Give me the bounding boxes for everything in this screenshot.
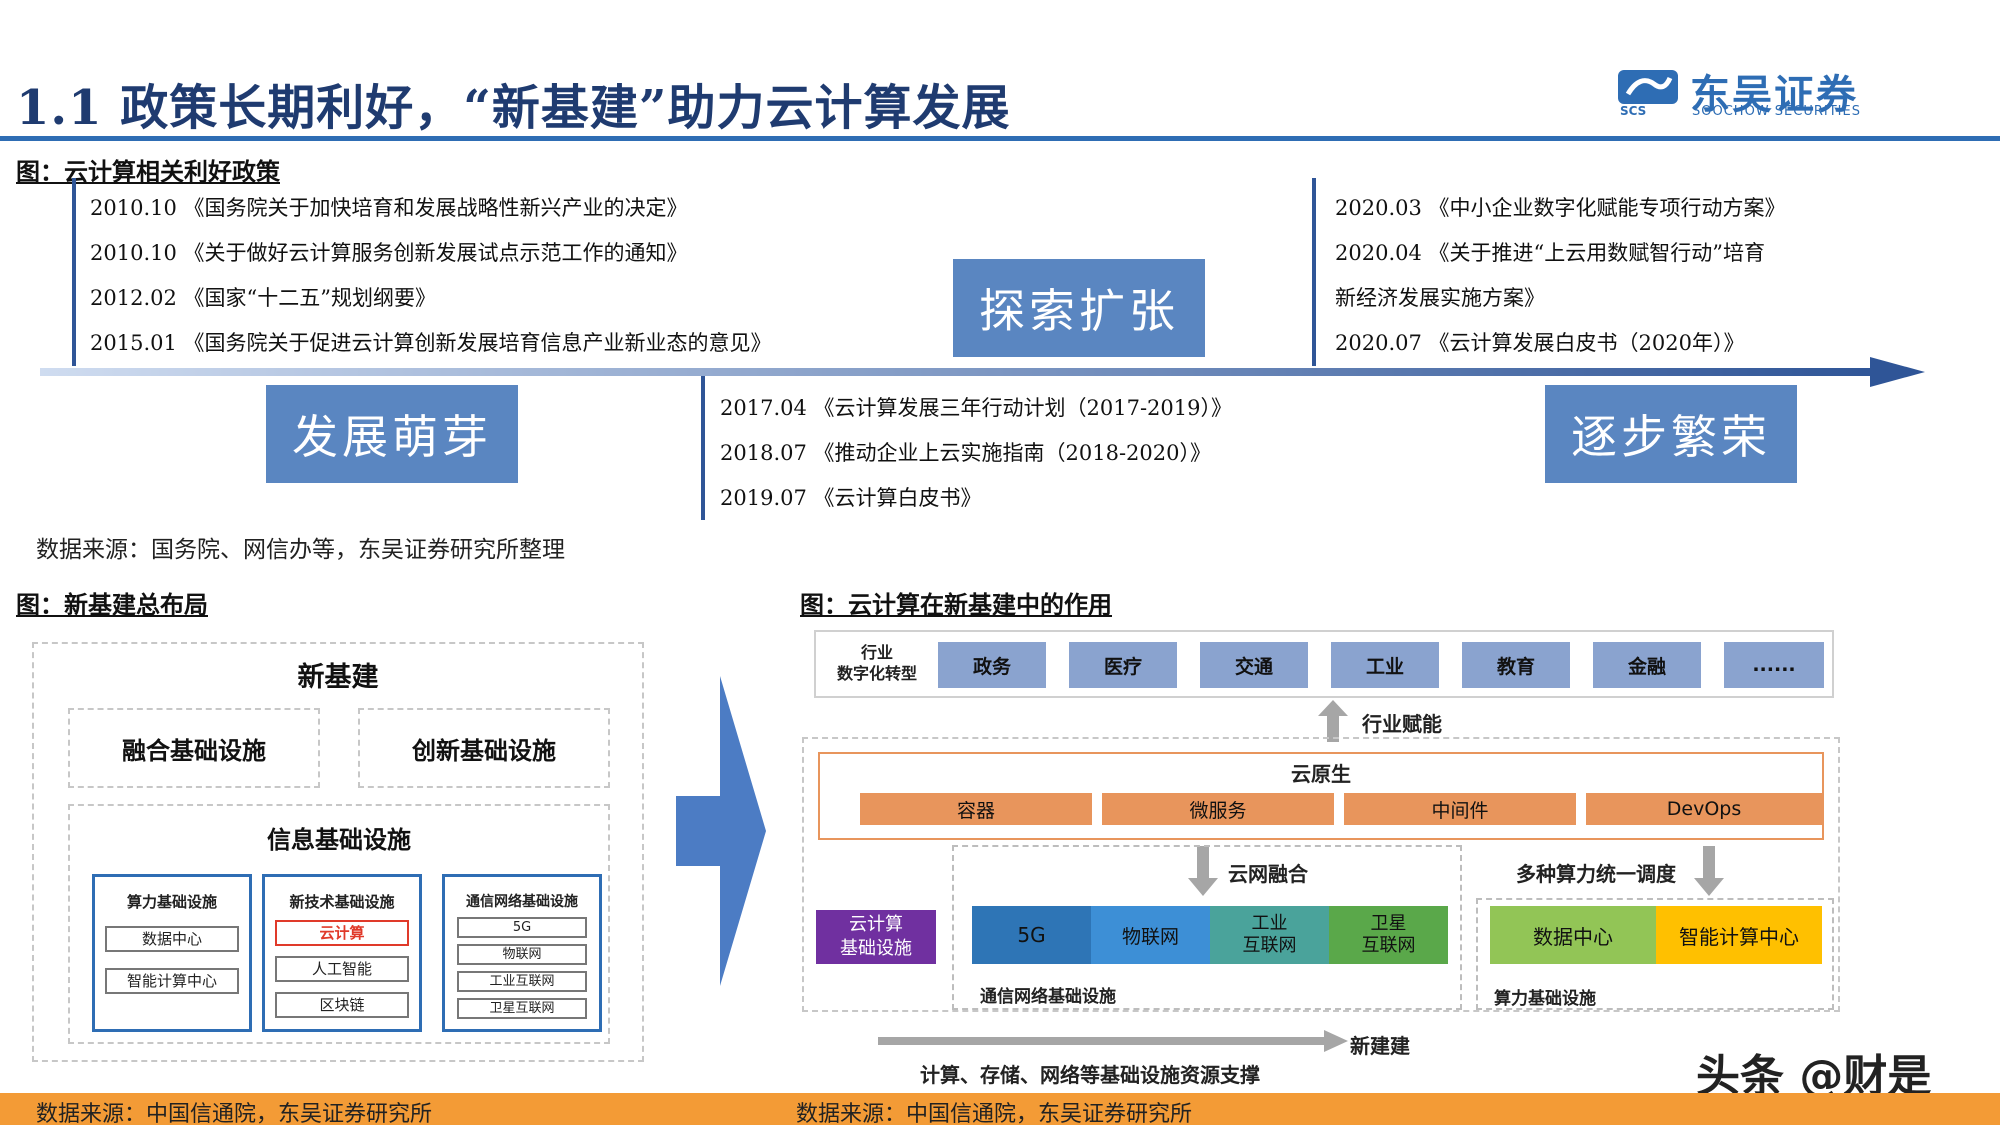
- logo-mark: SCS: [1620, 104, 1647, 118]
- policy-item: 2010.10 《国务院关于加快培育和发展战略性新兴产业的决定》: [90, 196, 688, 220]
- fig1-caption: 图：云计算相关利好政策: [16, 157, 280, 186]
- timeline-arrow: [40, 357, 1925, 387]
- policy-group-1: 2010.10 《国务院关于加快培育和发展战略性新兴产业的决定》 2010.10…: [90, 192, 772, 372]
- industry-item: ......: [1724, 642, 1824, 688]
- computing-title: 算力基础设施: [126, 893, 217, 911]
- fusion-box: 融合基础设施: [68, 708, 320, 788]
- cloud-frame: [802, 737, 1840, 1012]
- policy-item: 2012.02 《国家“十二五”规划纲要》: [90, 286, 436, 310]
- policy-group-2: 2017.04 《云计算发展三年行动计划（2017-2019）》 2018.07…: [720, 392, 1232, 527]
- big-arrow-icon: [676, 676, 766, 986]
- newtech-item: 人工智能: [275, 956, 409, 982]
- logo-icon: [1618, 70, 1678, 104]
- net-frame: [952, 845, 1462, 1010]
- industry-item: 交通: [1200, 642, 1308, 688]
- right-arrow-icon: [878, 1030, 1348, 1052]
- policy-item: 2019.07 《云计算白皮书》: [720, 486, 982, 510]
- network-item: 5G: [457, 917, 587, 938]
- network-item: 卫星互联网: [457, 998, 587, 1019]
- industry-row: [814, 630, 1834, 698]
- newtech-item-cloud: 云计算: [275, 920, 409, 946]
- cn-item: 微服务: [1102, 793, 1334, 825]
- fig3-source: 数据来源：中国信通院，东吴证券研究所: [796, 1102, 1193, 1127]
- cn-item: DevOps: [1586, 793, 1822, 825]
- policy-item: 2018.07 《推动企业上云实施指南（2018-2020）》: [720, 441, 1211, 465]
- policy-item: 新经济发展实施方案》: [1335, 286, 1545, 310]
- comp-label: 算力基础设施: [1494, 989, 1596, 1009]
- policy-item: 2020.03 《中小企业数字化赋能专项行动方案》: [1335, 196, 1786, 220]
- logo-text: 东吴证券: [1690, 72, 1858, 118]
- innovation-box: 创新基础设施: [358, 708, 610, 788]
- logo-subtext: SOOCHOW SECURITIES: [1692, 104, 1861, 119]
- computing-box: 算力基础设施 数据中心 智能计算中心: [92, 874, 252, 1032]
- innovation-label: 创新基础设施: [412, 736, 556, 765]
- timeline-marker-3: [1312, 178, 1316, 366]
- timeline-marker-2: [701, 376, 705, 520]
- cn-item: 容器: [860, 793, 1092, 825]
- multi-compute-label: 多种算力统一调度: [1516, 862, 1676, 886]
- policy-item: 2020.07 《云计算发展白皮书（2020年）》: [1335, 331, 1745, 355]
- cloud-native-label: 云原生: [1291, 762, 1351, 786]
- comp-row: 数据中心 智能计算中心: [1490, 906, 1822, 964]
- net-row: 5G 物联网 工业 互联网 卫星 互联网: [972, 906, 1448, 964]
- comp-item: 智能计算中心: [1656, 906, 1822, 964]
- fusion-label: 融合基础设施: [122, 736, 266, 765]
- support-label: 计算、存储、网络等基础设施资源支撑: [920, 1063, 1260, 1087]
- computing-item: 数据中心: [105, 926, 239, 952]
- net-item: 5G: [972, 906, 1091, 964]
- bottom-bar: [0, 1093, 2000, 1125]
- net-item: 卫星 互联网: [1329, 906, 1448, 964]
- net-item: 工业 互联网: [1210, 906, 1329, 964]
- policy-item: 2017.04 《云计算发展三年行动计划（2017-2019）》: [720, 396, 1232, 420]
- newtech-title: 新技术基础设施: [289, 893, 395, 911]
- fig2-source: 数据来源：中国信通院，东吴证券研究所: [36, 1102, 433, 1127]
- industry-item: 医疗: [1069, 642, 1177, 688]
- industry-label: 行业 数字化转型: [836, 643, 917, 683]
- page-title: 1.1 政策长期利好，“新基建”助力云计算发展: [16, 80, 1011, 136]
- fig1-source: 数据来源：国务院、网信办等，东吴证券研究所整理: [36, 537, 565, 563]
- down-arrow-icon: [1188, 846, 1218, 896]
- cloud-net-label: 云网融合: [1228, 862, 1308, 886]
- stage-prosperity: 逐步繁荣: [1545, 385, 1797, 483]
- stage-germination: 发展萌芽: [266, 385, 518, 483]
- industry-item: 金融: [1593, 642, 1701, 688]
- cn-item: 中间件: [1344, 793, 1576, 825]
- cloud-infra-box: 云计算 基础设施: [816, 910, 936, 964]
- header-divider: [0, 136, 2000, 141]
- network-title: 通信网络基础设施: [466, 894, 578, 910]
- newtech-item: 区块链: [275, 992, 409, 1018]
- info-infra-box: [68, 804, 610, 1044]
- network-box: 通信网络基础设施 5G 物联网 工业互联网 卫星互联网: [442, 874, 602, 1032]
- network-item: 物联网: [457, 944, 587, 965]
- policy-item: 2020.04 《关于推进“上云用数赋智行动”培育: [1335, 241, 1765, 265]
- industry-item: 教育: [1462, 642, 1570, 688]
- new-infra-frame: [32, 642, 644, 1062]
- industry-item: 政务: [938, 642, 1046, 688]
- comp-frame: [1476, 898, 1834, 1010]
- info-infra-label: 信息基础设施: [267, 826, 411, 854]
- net-label: 通信网络基础设施: [980, 987, 1116, 1007]
- newtech-box: 新技术基础设施 云计算 人工智能 区块链: [262, 874, 422, 1032]
- network-item: 工业互联网: [457, 971, 587, 992]
- new-infra-title: 新基建: [297, 662, 379, 693]
- policy-group-3: 2020.03 《中小企业数字化赋能专项行动方案》 2020.04 《关于推进“…: [1335, 192, 1786, 372]
- fig3-caption: 图：云计算在新基建中的作用: [800, 590, 1112, 619]
- policy-item: 2015.01 《国务院关于促进云计算创新发展培育信息产业新业态的意见》: [90, 331, 772, 355]
- computing-item: 智能计算中心: [105, 968, 239, 994]
- stage-expansion: 探索扩张: [953, 259, 1205, 357]
- empower-label: 行业赋能: [1362, 712, 1442, 736]
- cloud-native-box: [818, 752, 1824, 840]
- industry-item: 工业: [1331, 642, 1439, 688]
- comp-item: 数据中心: [1490, 906, 1656, 964]
- up-arrow-icon: [1318, 700, 1348, 742]
- timeline-marker-1: [72, 178, 76, 366]
- down-arrow-icon: [1694, 846, 1724, 896]
- fig2-caption: 图：新基建总布局: [16, 590, 208, 619]
- net-item: 物联网: [1091, 906, 1210, 964]
- newinfra-label: 新建建: [1350, 1034, 1410, 1058]
- policy-item: 2010.10 《关于做好云计算服务创新发展试点示范工作的通知》: [90, 241, 688, 265]
